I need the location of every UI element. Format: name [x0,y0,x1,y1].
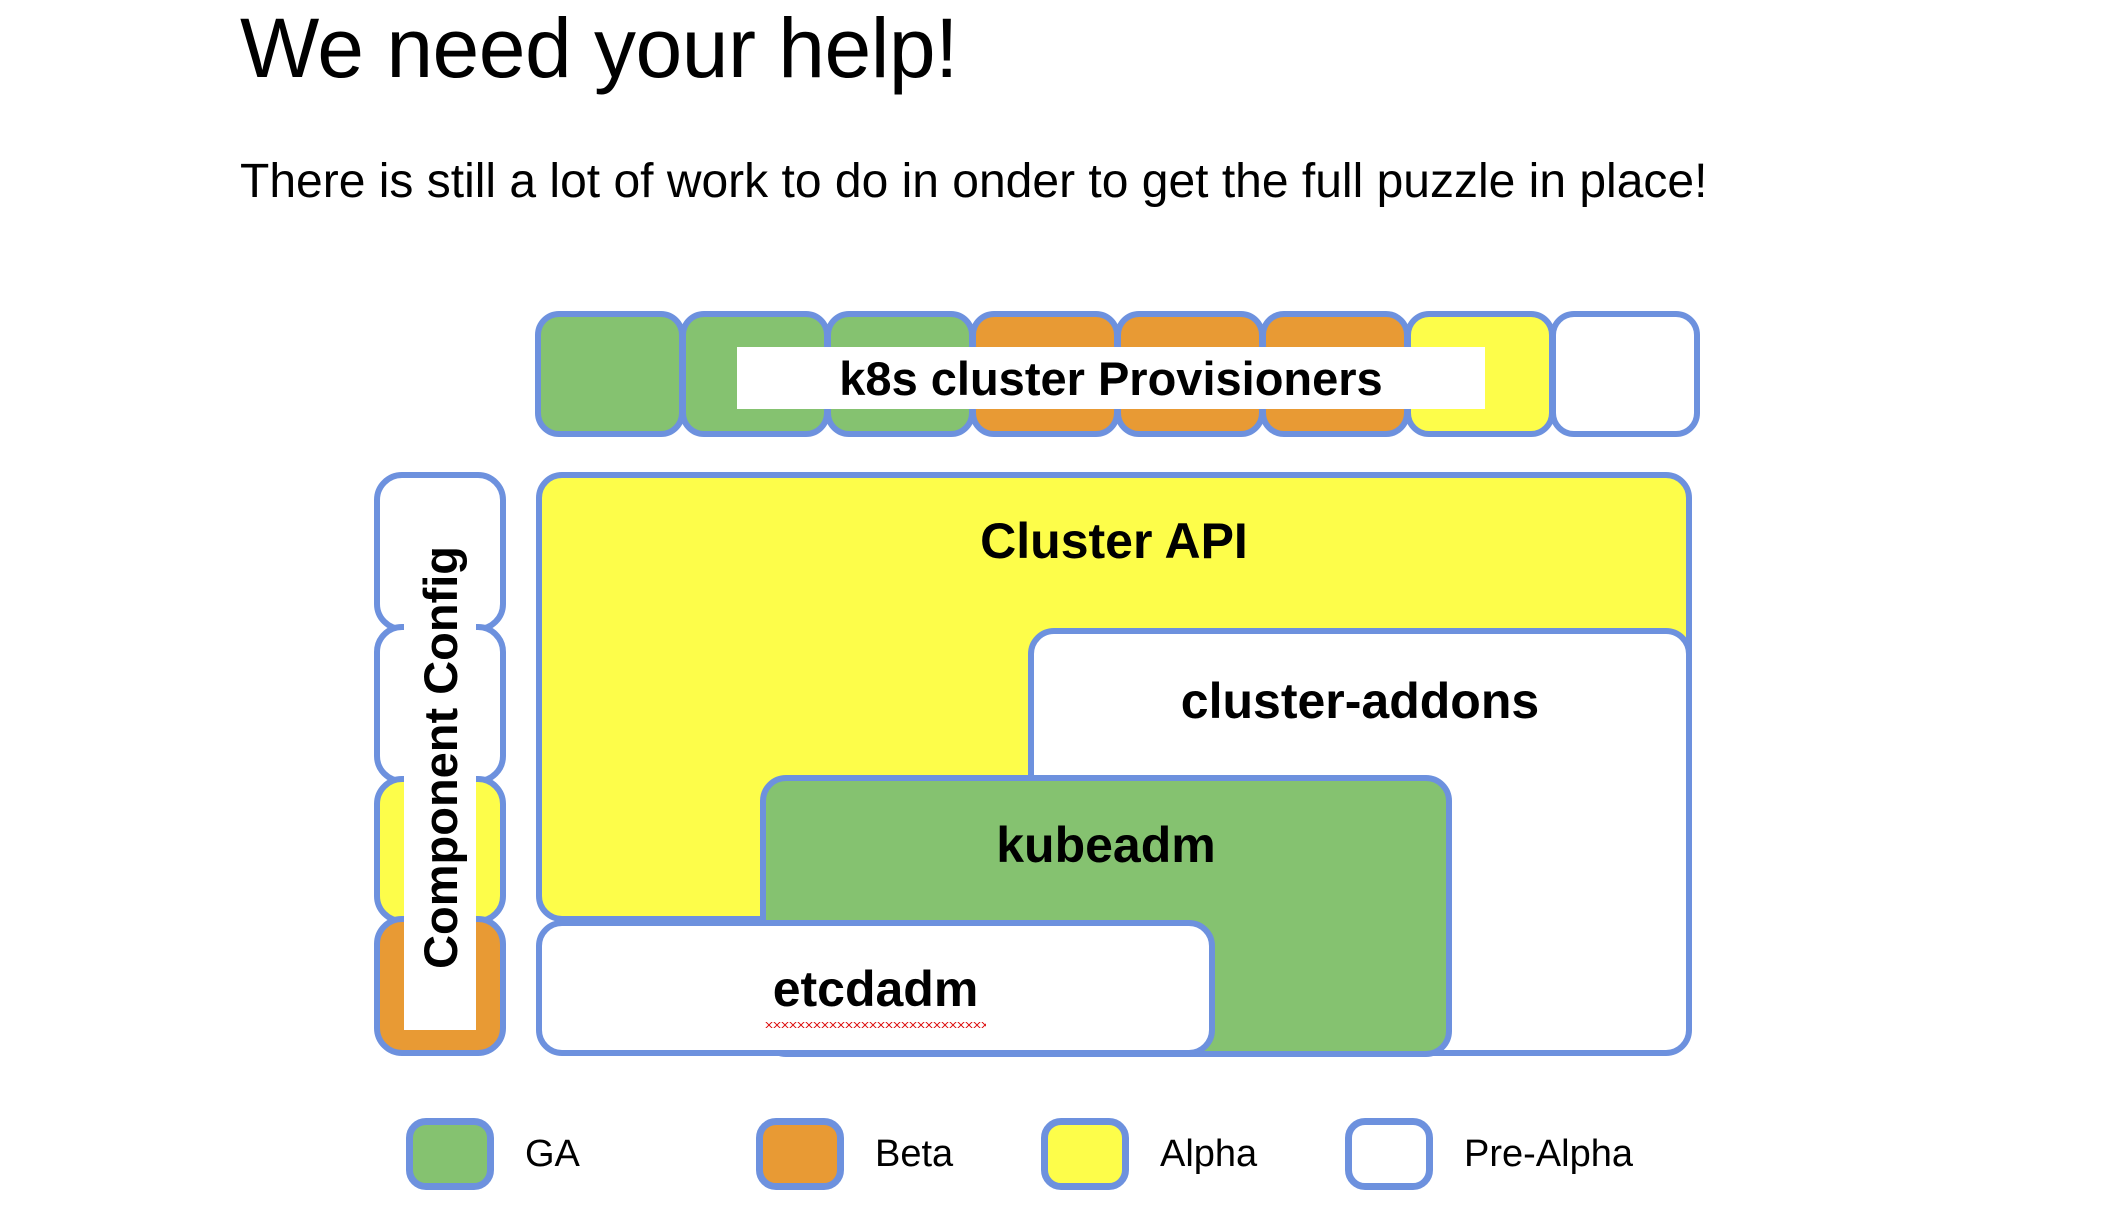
provisioner-box-1 [535,311,685,437]
k8s-cluster-provisioners-label: k8s cluster Provisioners [737,347,1485,409]
legend-swatch-pre-alpha-icon [1345,1118,1433,1190]
cluster-addons-label: cluster-addons [1180,673,1540,729]
legend-item-alpha: Alpha [1041,1118,1257,1190]
page-title: We need your help! [240,1,958,95]
cluster-api-label: Cluster API [980,513,1248,569]
legend-item-beta: Beta [756,1118,953,1190]
provisioner-box-8 [1550,311,1700,437]
component-config-label: Component Config [404,485,476,1030]
page-subtitle: There is still a lot of work to do in on… [240,155,1708,208]
legend-swatch-alpha-icon [1041,1118,1129,1190]
kubeadm-label: kubeadm [996,817,1216,873]
etcdadm-label: etcdadm [542,960,1209,1028]
legend-item-ga: GA [406,1118,580,1190]
etcdadm-label-text: etcdadm [764,960,986,1028]
legend-item-pre-alpha: Pre-Alpha [1345,1118,1633,1190]
legend-label-pre-alpha: Pre-Alpha [1464,1132,1633,1175]
legend-label-ga: GA [525,1132,580,1175]
legend-swatch-beta-icon [756,1118,844,1190]
legend-swatch-ga-icon [406,1118,494,1190]
legend-label-beta: Beta [875,1132,954,1175]
component-config-label-text: Component Config [413,546,467,969]
etcdadm-box: etcdadm [536,920,1215,1056]
legend-label-alpha: Alpha [1160,1132,1258,1175]
